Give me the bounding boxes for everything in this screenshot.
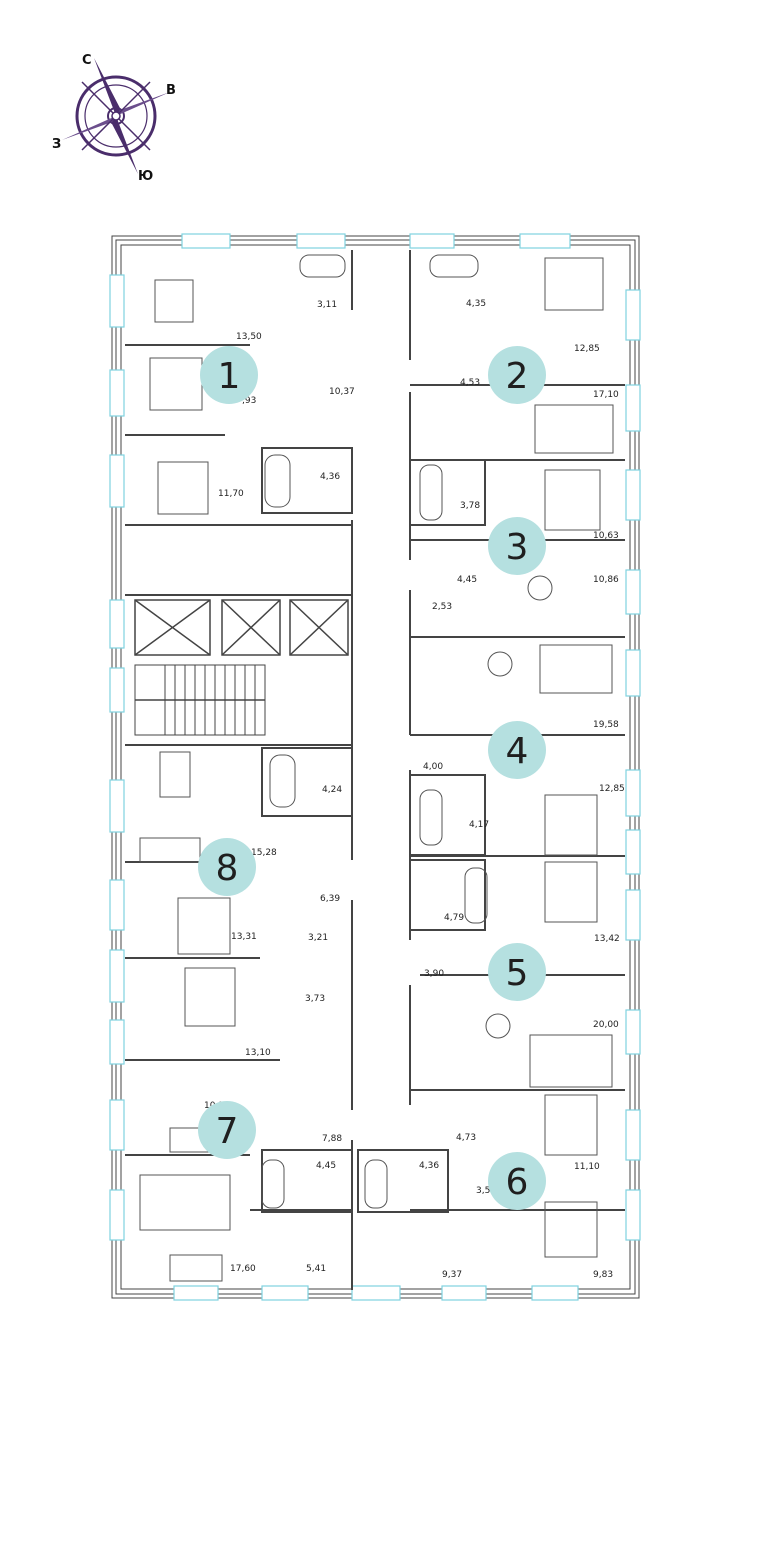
area-label: 3,11 (317, 300, 337, 310)
apartment-number: 7 (216, 1111, 239, 1152)
furniture (139, 254, 614, 1282)
area-label: 12,85 (574, 344, 600, 354)
area-label: 6,39 (320, 894, 340, 904)
windows (109, 233, 641, 1301)
area-label: 10,63 (593, 531, 619, 541)
apartment-marker-6[interactable]: 6 (488, 1152, 546, 1210)
area-label: 2,53 (432, 602, 452, 612)
apartment-number: 2 (506, 356, 529, 397)
area-label: 10,86 (593, 575, 619, 585)
area-label: 4,36 (320, 472, 340, 482)
apartment-marker-4[interactable]: 4 (488, 721, 546, 779)
compass-west-label: З (52, 137, 61, 152)
area-label: 4,73 (456, 1133, 476, 1143)
apartment-marker-2[interactable]: 2 (488, 346, 546, 404)
area-label: 3,5 (476, 1186, 490, 1196)
area-label: 13,50 (236, 332, 262, 342)
area-labels: 13,50 3,11 10,37 ,93 4,36 11,70 4,35 12,… (204, 299, 625, 1280)
apartment-marker-7[interactable]: 7 (198, 1101, 256, 1159)
area-label: 20,00 (593, 1020, 619, 1030)
area-label: 10,37 (329, 387, 355, 397)
compass-north-label: С (82, 53, 92, 68)
area-label: 3,78 (460, 501, 480, 511)
staircase (134, 664, 266, 736)
apartment-marker-3[interactable]: 3 (488, 517, 546, 575)
area-label: 4,24 (322, 785, 342, 795)
area-label: 9,83 (593, 1270, 613, 1280)
area-label: 4,35 (466, 299, 486, 309)
area-label: 4,79 (444, 913, 464, 923)
area-label: 4,17 (469, 820, 489, 830)
area-label: 17,10 (593, 390, 619, 400)
compass-rose-icon (62, 58, 170, 174)
building-outline (111, 235, 640, 1299)
area-label: 11,10 (574, 1162, 600, 1172)
apartment-number: 3 (506, 527, 529, 568)
apartment-marker-5[interactable]: 5 (488, 943, 546, 1001)
area-label: 17,60 (230, 1264, 256, 1274)
area-label: 4,45 (316, 1161, 336, 1171)
area-label: 13,42 (594, 934, 620, 944)
area-label: 3,90 (424, 969, 444, 979)
area-label: 7,88 (322, 1134, 342, 1144)
area-label: 9,37 (442, 1270, 462, 1280)
area-label: ,93 (242, 396, 256, 406)
area-label: 5,41 (306, 1264, 326, 1274)
apartment-marker-8[interactable]: 8 (198, 838, 256, 896)
apartment-number: 4 (506, 731, 529, 772)
elevator-shafts (134, 599, 349, 656)
area-label: 12,85 (599, 784, 625, 794)
area-label: 13,10 (245, 1048, 271, 1058)
area-label: 19,58 (593, 720, 619, 730)
area-label: 3,73 (305, 994, 325, 1004)
apartment-marker-1[interactable]: 1 (200, 346, 258, 404)
compass-east-label: В (166, 83, 176, 98)
area-label: 15,28 (251, 848, 277, 858)
compass-south-label: Ю (138, 169, 153, 184)
area-label: 11,70 (218, 489, 244, 499)
apartment-number: 1 (218, 356, 241, 397)
apartment-number: 8 (216, 848, 239, 889)
area-label: 4,53 (460, 378, 480, 388)
area-label: 4,00 (423, 762, 443, 772)
area-label: 3,21 (308, 933, 328, 943)
apartment-number: 6 (506, 1162, 529, 1203)
apartment-number: 5 (506, 953, 529, 994)
area-label: 4,36 (419, 1161, 439, 1171)
area-label: 4,45 (457, 575, 477, 585)
area-label: 13,31 (231, 932, 257, 942)
